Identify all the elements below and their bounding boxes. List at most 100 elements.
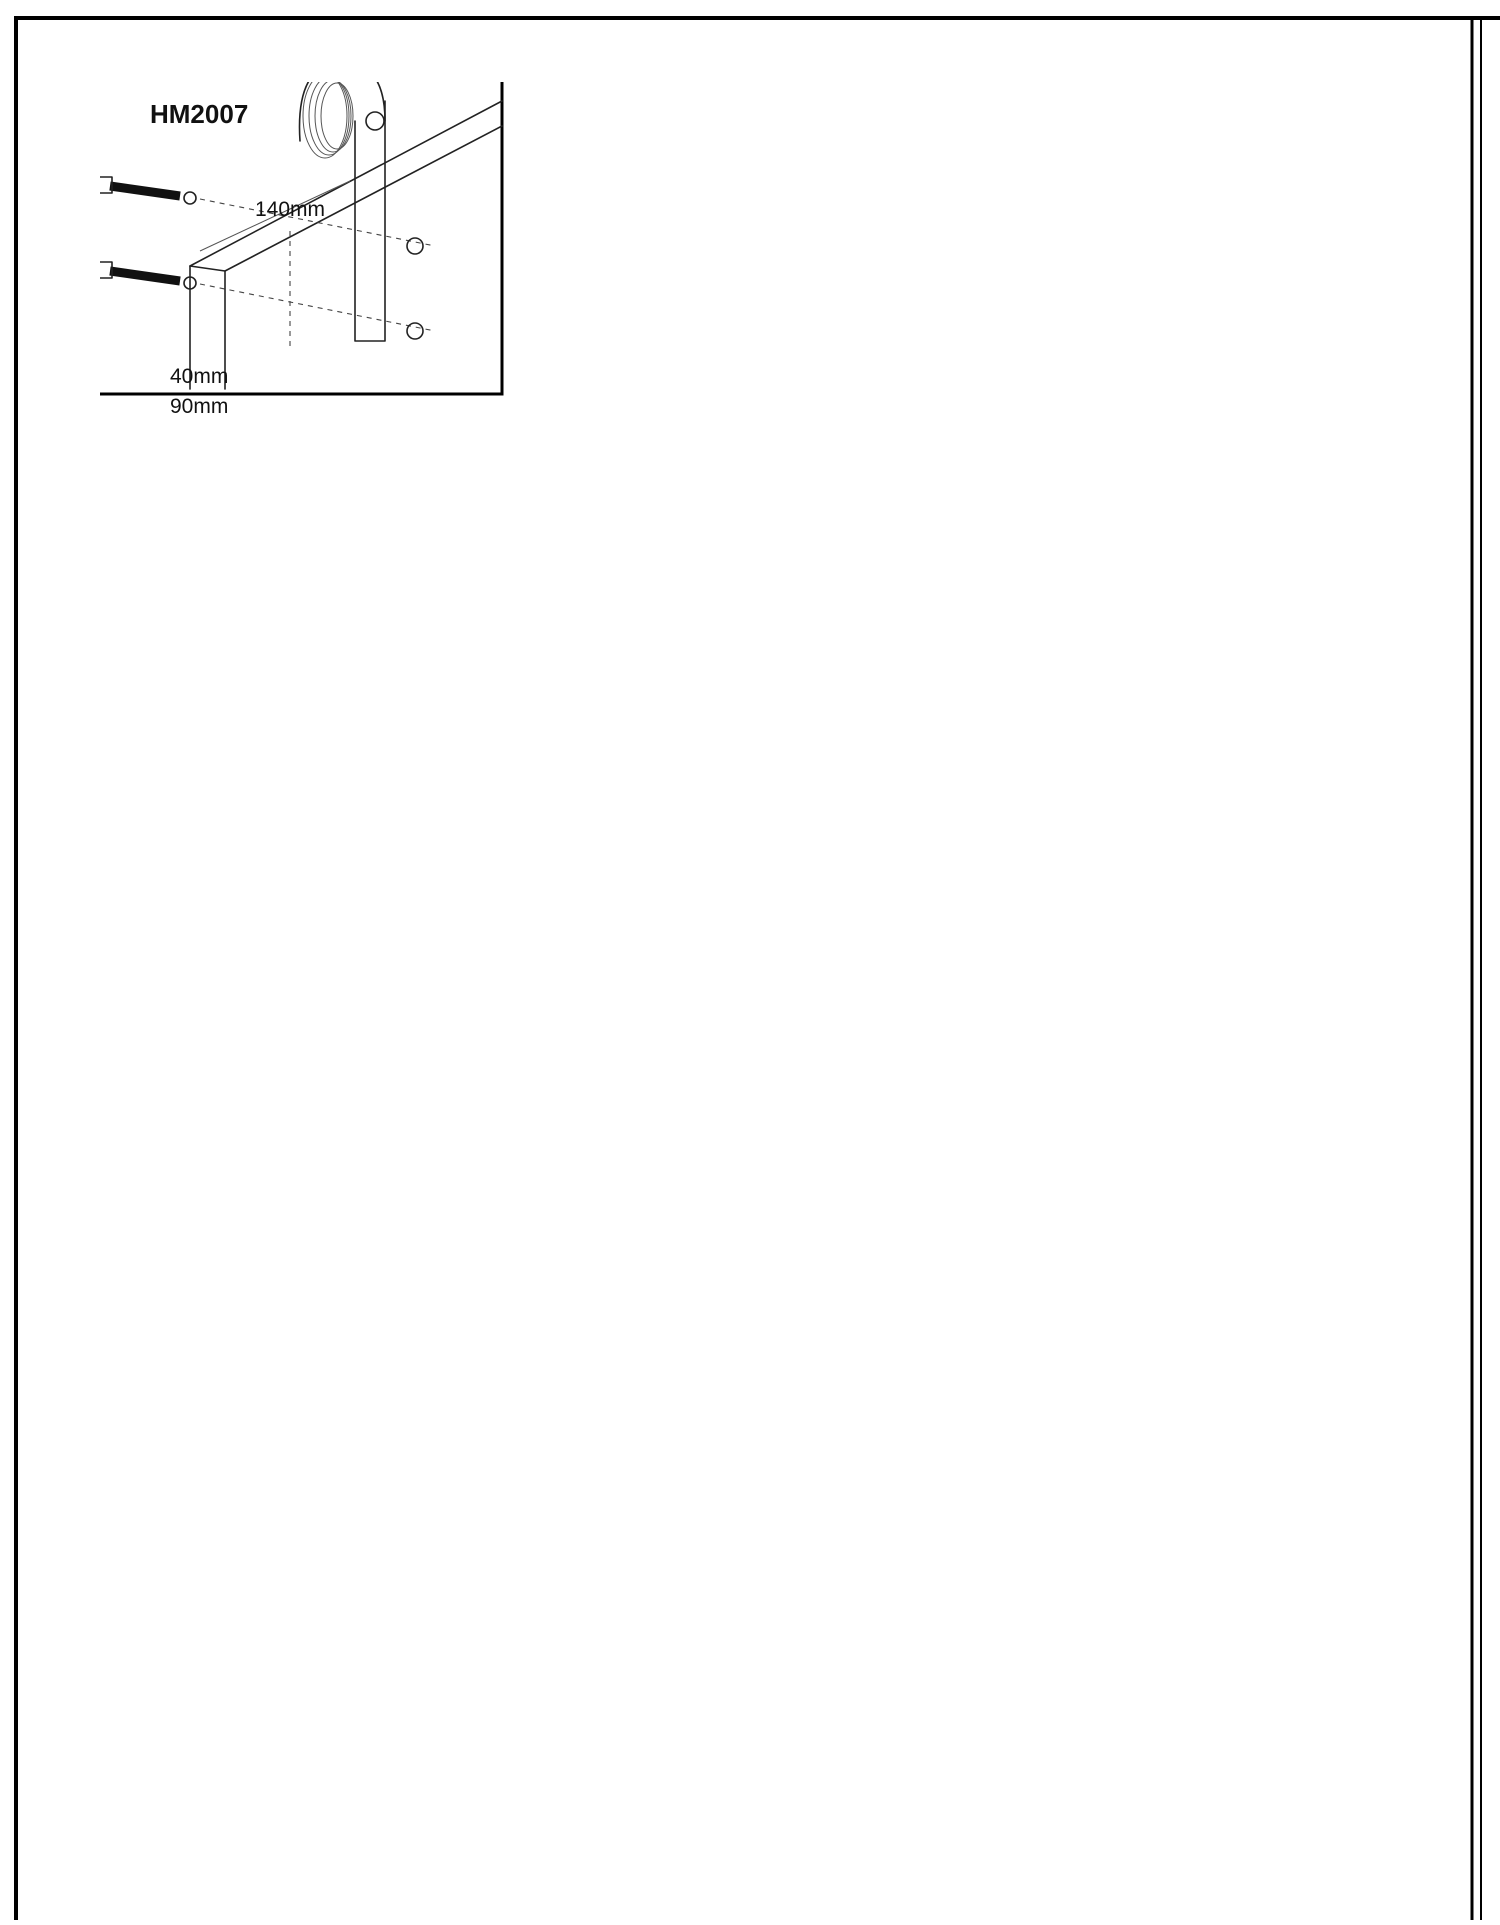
dimension-label: 90mm — [170, 395, 228, 418]
hardware-panel: HM2002 20mm 100mm 80mm — [512, 41, 964, 394]
model-number: HM2013 — [108, 1509, 191, 1534]
model-number: HM2010 — [105, 1151, 188, 1176]
hardware-panel: NEW — [50, 1855, 502, 1920]
dimension-label: 140mm — [672, 518, 742, 541]
panel-border — [50, 1855, 502, 1920]
panel-border — [975, 765, 1427, 1118]
dimension-label: 80mm — [150, 1293, 206, 1315]
hardware-panel: HM2009 50mm 90mm 140mm — [975, 41, 1427, 394]
dimension-label: 120mm — [210, 1243, 277, 1265]
dimension-label: 90mm — [1035, 309, 1107, 339]
model-number: HM2012 — [1070, 1177, 1153, 1202]
model-number: HM2002 — [550, 57, 622, 78]
panel-border — [50, 765, 502, 1118]
dimension-label: 108mm — [1135, 836, 1198, 857]
dimension-label: 140mm — [1255, 345, 1342, 375]
dimension-label: 20mm — [1323, 1706, 1373, 1746]
dimension-label: 100mm — [852, 303, 915, 324]
dimension-label: 100mm — [1295, 1769, 1352, 1788]
panel-border — [512, 1489, 964, 1842]
model-number: HM2004 — [1027, 793, 1111, 818]
dimension-label: 40mm — [1013, 1015, 1066, 1036]
model-number: HM2006 — [100, 781, 195, 809]
dimension-label: 24mm — [350, 1801, 403, 1822]
hardware-panel: HM2006 140mm 40mm 90mm — [50, 765, 502, 1118]
dimension-label: 40mm — [105, 1741, 163, 1764]
dimension-label: 80mm — [742, 1448, 795, 1469]
panel-border — [512, 1127, 964, 1480]
dimension-label: 50mm — [1070, 1403, 1123, 1424]
dimension-label: 140mm — [255, 198, 325, 221]
panel-border — [512, 765, 964, 1118]
panel-border — [975, 1489, 1427, 1842]
panel-border — [50, 403, 502, 756]
dimension-label: 80mm — [1203, 1799, 1250, 1818]
dimension-label: 105mm — [1197, 605, 1220, 675]
dimension-label: 100mm — [842, 1400, 905, 1421]
dimension-label: 40mm — [170, 365, 228, 388]
hardware-panel: HM2008 90mm 40mm 105mm — [975, 403, 1427, 756]
hardware-panel: HM2004 108mm 90mm 40mm 75mm 54mm — [975, 765, 1427, 1118]
panel-border — [975, 1855, 1427, 1920]
dimension-label: 90mm — [110, 1065, 168, 1088]
dimension-label: 50mm — [1035, 255, 1107, 285]
dimension-label: 90mm — [1125, 488, 1183, 511]
dimension-label: 90mm — [572, 727, 630, 750]
dimension-label: 40mm — [1050, 612, 1108, 635]
hardware-panel: HM2007 140mm 40mm 90mm — [100, 82, 504, 418]
hardware-panel: HM2011 20mm 100mm 80mm — [512, 1127, 964, 1480]
model-number: HM2003 — [90, 426, 166, 448]
model-number: NEW — [1015, 1880, 1099, 1920]
dimension-label: 90mm — [592, 1075, 650, 1098]
hardware-panel: NEW — [512, 1855, 964, 1920]
dimension-label: 20mm — [850, 237, 906, 282]
dimension-label: 140mm — [662, 1589, 732, 1612]
panel-border — [512, 1855, 964, 1920]
dimension-label: 75mm — [1013, 1044, 1066, 1065]
dimension-label: 40mm — [577, 1754, 635, 1777]
model-number: HM2007 — [150, 99, 248, 129]
dimension-label: 120mm — [195, 527, 258, 548]
panel-border — [100, 82, 504, 396]
panel-border — [975, 41, 1427, 394]
panel-border — [512, 41, 964, 394]
model-number: NEW — [90, 1880, 174, 1920]
panel-border — [975, 403, 1427, 756]
dimension-label: 100mm — [1150, 1276, 1213, 1297]
dimension-label: 62mm — [95, 1428, 151, 1450]
model-number: HM2011 — [550, 1157, 617, 1177]
panel-border — [512, 403, 964, 756]
dimension-label: 80mm — [1105, 1302, 1158, 1323]
dimension-label: 90mm — [105, 1772, 161, 1794]
model-number: HM2009 — [1025, 58, 1131, 89]
dimension-label: 20mm — [850, 1331, 906, 1376]
dimension-label: 40mm — [592, 1037, 650, 1060]
dimension-label: 80mm — [742, 351, 795, 372]
dimension-label: 30mm — [88, 662, 141, 683]
hardware-panel: HM2010 120mm 80mm 35mm 62mm — [50, 1127, 502, 1480]
dimension-label: 54mm — [1245, 1074, 1298, 1095]
model-number: NEW — [552, 1880, 636, 1920]
dimension-label: 140mm — [180, 1605, 247, 1627]
model-number: HM2005 — [562, 419, 660, 449]
dimension-label: 90mm — [1075, 904, 1128, 925]
dimension-label: 120mm — [130, 584, 193, 605]
panel-border — [50, 1127, 502, 1480]
hardware-panel: HM2005 140mm 40mm 90mm — [512, 403, 964, 756]
dimension-label: 85mm — [88, 699, 141, 720]
model-number: HM2014 — [570, 1514, 661, 1541]
model-number: HM2001 — [574, 779, 669, 807]
dimension-label: 40mm — [572, 700, 630, 723]
dimension-label: 40mm — [110, 1037, 168, 1060]
panel-border — [50, 1489, 502, 1842]
hardware-panel: HM2012 100mm 80mm 50mm — [975, 1127, 1427, 1480]
dimension-label: 35mm — [90, 1395, 151, 1420]
dimension-label: 140mm — [200, 870, 270, 893]
model-number: HM2008 — [1017, 423, 1115, 453]
